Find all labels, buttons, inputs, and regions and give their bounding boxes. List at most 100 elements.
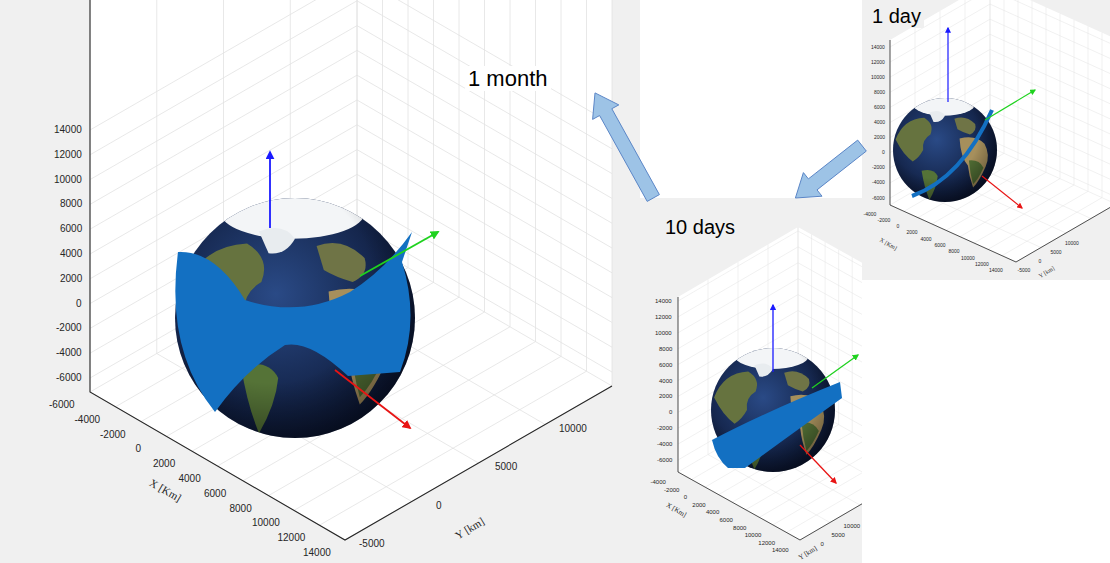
axis-title: Y [km]: [453, 515, 486, 541]
y-axis-arrow: [360, 232, 438, 276]
axis-title: X [Km]: [665, 501, 688, 518]
tick-label: -5000: [1018, 268, 1031, 273]
tick-label: 0: [136, 444, 142, 454]
axes-ground: [90, 0, 612, 540]
axis-title: Y [km]: [798, 545, 819, 561]
grid-line: [382, 0, 383, 253]
block-arrow: [795, 140, 866, 198]
grid-line: [708, 280, 709, 455]
tick-label: 14000: [54, 125, 82, 135]
grid-line: [990, 147, 1110, 204]
axis-line: [90, 0, 612, 540]
tick-label: 0: [669, 409, 672, 415]
plot-panel: 1 month: [0, 0, 595, 563]
tick-label: 0: [436, 501, 442, 511]
tick-label: 2000: [659, 393, 672, 399]
tick-label: 14000: [772, 547, 789, 553]
tick-label: 10000: [871, 75, 885, 80]
tick-label: 4000: [921, 237, 932, 242]
grid-line: [156, 0, 157, 354]
tick-label: 12000: [655, 314, 672, 320]
axes-box: [890, 0, 1110, 262]
axis-line: [890, 40, 1110, 262]
tick-label: 10000: [961, 256, 975, 261]
grid-line: [408, 0, 409, 268]
tick-label: -2000: [878, 218, 891, 223]
tick-label: -6000: [49, 400, 75, 410]
tick-label: -5000: [359, 539, 385, 549]
tick-label: 10000: [54, 175, 82, 185]
tick-label: 10000: [252, 518, 280, 528]
tick-label: 8000: [230, 504, 252, 514]
tick-label: 6000: [935, 243, 946, 248]
tick-label: 12000: [54, 150, 82, 160]
tick-label: 12000: [871, 60, 885, 65]
tick-label: 10000: [745, 532, 762, 538]
tick-label: 5000: [495, 462, 517, 472]
tick-label: -4000: [651, 479, 666, 485]
tick-label: 6000: [204, 489, 226, 499]
axis-title: X [Km]: [147, 477, 182, 504]
tick-label: 14000: [871, 45, 885, 50]
axes-ground: [890, 0, 1110, 262]
grid-line: [786, 462, 862, 532]
coverage-swath: [712, 382, 842, 468]
coverage-swath: [175, 232, 412, 412]
tick-label: 10000: [559, 424, 587, 434]
x-axis-arrow: [335, 370, 410, 428]
axis-line: [678, 297, 862, 540]
panel-heading: 1 day: [869, 5, 924, 28]
grid-line: [852, 257, 853, 432]
x-axis-arrow: [800, 445, 836, 483]
tick-label: -4000: [56, 348, 82, 358]
grid-line: [357, 0, 358, 238]
grid-line: [90, 75, 612, 229]
tick-label: 10000: [1065, 241, 1079, 246]
grid-line: [678, 263, 862, 333]
grid-line: [678, 231, 862, 301]
block-arrow: [593, 93, 660, 201]
tick-label: -2000: [872, 165, 885, 170]
tick-label: 0: [1039, 259, 1042, 264]
tick-label: 6000: [659, 362, 672, 368]
tick-label: 0: [882, 150, 885, 155]
tick-label: 14000: [989, 268, 1003, 273]
tick-label: 4000: [874, 120, 885, 125]
z-axis-arrow: [269, 152, 271, 228]
tick-label: 2000: [60, 274, 82, 284]
tick-label: 2000: [874, 135, 885, 140]
tick-label: 0: [684, 494, 687, 500]
tick-label: 4000: [179, 474, 201, 484]
grid-line: [612, 0, 613, 386]
tick-label: -2000: [657, 425, 672, 431]
tick-label: 14000: [303, 548, 331, 558]
axis-title: Y [km]: [1037, 265, 1055, 279]
tick-label: -2000: [100, 430, 126, 440]
tick-label: 2000: [692, 502, 705, 508]
axes-box: [678, 227, 862, 540]
tick-label: -6000: [56, 373, 82, 383]
axes-box: [90, 0, 612, 540]
grid-line: [561, 0, 562, 356]
tick-label: 14000: [655, 298, 672, 304]
grid-line: [1016, 204, 1110, 262]
tick-label: 12000: [975, 262, 989, 267]
tick-label: -6000: [657, 457, 672, 463]
z-axis-arrow: [772, 305, 773, 372]
tick-label: 4000: [706, 509, 719, 515]
grid-line: [678, 247, 862, 317]
grid-line: [535, 0, 536, 342]
tick-label: -2000: [56, 323, 82, 333]
tick-label: 8000: [874, 90, 885, 95]
grid-line: [433, 0, 434, 282]
tick-label: -4000: [864, 212, 877, 217]
x-axis-arrow: [982, 176, 1022, 208]
tick-label: 6000: [720, 517, 733, 523]
z-axis-arrow: [947, 28, 948, 102]
tick-label: 4000: [659, 378, 672, 384]
axes-ground: [678, 227, 862, 540]
tick-label: 8000: [60, 199, 82, 209]
